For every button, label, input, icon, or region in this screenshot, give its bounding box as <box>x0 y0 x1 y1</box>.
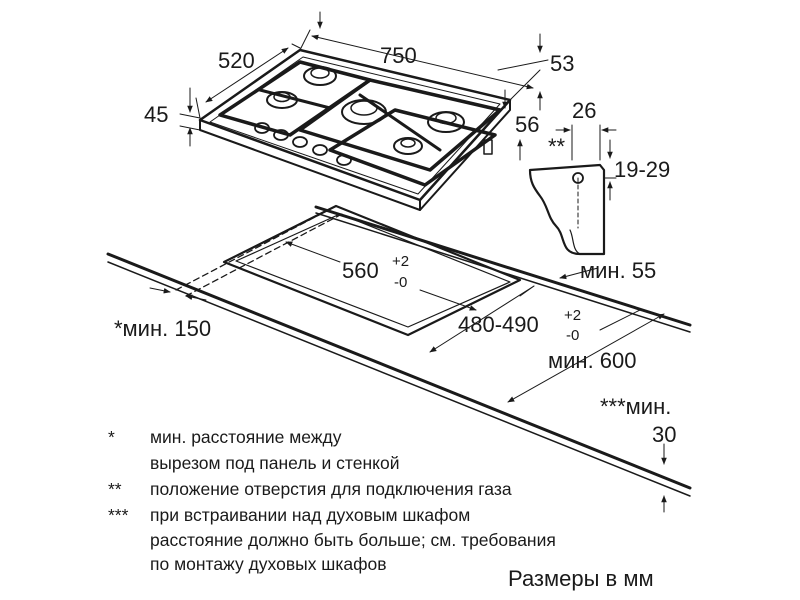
dim-cutout-depth-tol-plus: +2 <box>564 307 581 324</box>
dim-cutout-width: 560 <box>342 258 379 283</box>
note-mark: *** <box>108 505 129 525</box>
note-text: расстояние должно быть больше; см. требо… <box>150 530 556 550</box>
dim-depth: 520 <box>218 48 255 73</box>
note-mark: * <box>108 427 115 447</box>
note-mark: ** <box>108 479 122 499</box>
dim-width: 750 <box>380 43 417 68</box>
dim-min-oven-label: ***мин. <box>600 394 671 419</box>
dim-pipe-offset: 56 <box>515 112 539 137</box>
dim-bracket-width: 26 <box>572 98 596 123</box>
note-text: вырезом под панель и стенкой <box>150 453 400 473</box>
dimension-guides <box>149 11 667 513</box>
dim-cutout-width-tol-plus: +2 <box>392 253 409 270</box>
dim-cutout-depth-tol-minus: -0 <box>566 327 579 344</box>
note-text: положение отверстия для подключения газа <box>150 479 512 499</box>
dim-bracket-range: 19-29 <box>614 157 670 182</box>
dim-min-worktop: мин. 600 <box>548 348 637 373</box>
dim-min-oven-value: 30 <box>652 422 676 447</box>
note-text: мин. расстояние между <box>150 427 342 447</box>
gas-connection-mark: ** <box>548 134 566 159</box>
dim-cutout-width-tol-minus: -0 <box>394 274 407 291</box>
dim-cutout-depth: 480-490 <box>458 312 539 337</box>
hob <box>198 48 512 211</box>
worktop <box>106 205 692 497</box>
note-text: по монтажу духовых шкафов <box>150 554 387 574</box>
dim-min-wall: *мин. 150 <box>114 316 211 341</box>
cutout <box>222 204 522 337</box>
note-text: при встраивании над духовым шкафом <box>150 505 471 525</box>
bracket-profile <box>528 124 617 256</box>
units-caption: Размеры в мм <box>508 566 654 591</box>
projection-lines <box>175 205 343 297</box>
dim-min-front: мин. 55 <box>580 258 656 283</box>
dim-height: 45 <box>144 102 168 127</box>
dim-right-gap: 53 <box>550 51 574 76</box>
